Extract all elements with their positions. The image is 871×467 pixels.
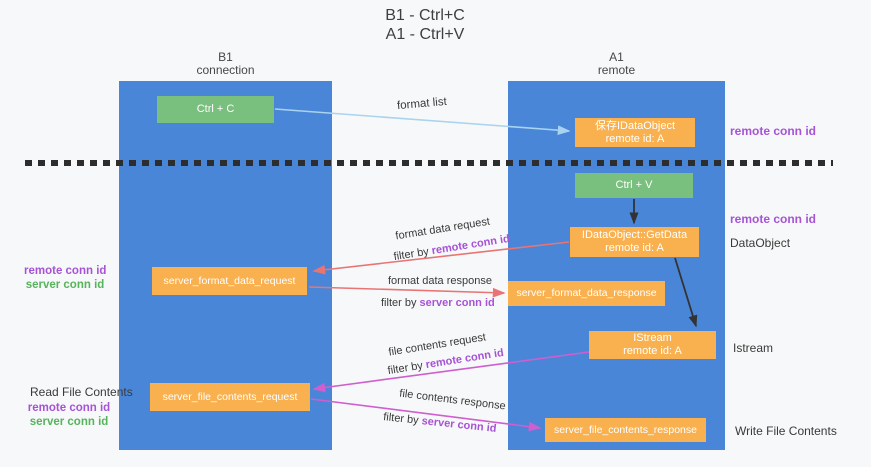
diagram-title: B1 - Ctrl+C A1 - Ctrl+V (0, 6, 850, 44)
ctrl-c-label: Ctrl + C (196, 103, 235, 115)
store-dataobject-box: 保存IDataObject remote id: A (575, 118, 695, 147)
istream-annotation: Istream (733, 341, 774, 355)
getdata-line1: IDataObject::GetData (581, 229, 688, 241)
file-contents-response-filter: filter by server conn id (383, 411, 497, 435)
title-line-2: A1 - Ctrl+V (385, 26, 465, 43)
server-format-data-request-box: server_format_data_request (152, 267, 307, 295)
arrow-format-data-response (308, 286, 506, 298)
file-contents-response-label: file contents response (398, 387, 507, 413)
session-separator-dashed-line (25, 160, 833, 166)
ctrl-c-box: Ctrl + C (157, 96, 274, 123)
store-dataobject-line2: remote id: A (605, 132, 665, 145)
left-remote-conn-id-top: remote conn id (24, 265, 107, 277)
getdata-line2: remote id: A (605, 242, 664, 254)
remote-conn-id-annotation-top: remote conn id (730, 124, 817, 138)
istream-box: IStream remote id: A (589, 331, 716, 359)
lane-a1-subtitle: remote (597, 63, 636, 77)
dataobject-annotation: DataObject (730, 236, 791, 250)
remote-conn-id-key: remote conn id (430, 232, 511, 258)
server-file-contents-request-box: server_file_contents_request (150, 383, 310, 411)
left-server-conn-id-bottom: server conn id (29, 416, 109, 428)
server-format-data-request-label: server_format_data_request (163, 274, 296, 287)
format-data-response-filter: filter by server conn id (381, 297, 495, 309)
getdata-box: IDataObject::GetData remote id: A (570, 227, 699, 257)
store-dataobject-line1: 保存IDataObject (594, 119, 676, 132)
server-file-contents-request-label: server_file_contents_request (162, 390, 298, 403)
format-list-label: format list (396, 95, 448, 113)
lane-b1-title: B1 (218, 50, 233, 64)
ctrl-v-box: Ctrl + V (575, 173, 693, 198)
remote-conn-id-annotation-mid: remote conn id (730, 212, 817, 226)
server-format-data-response-box: server_format_data_response (508, 281, 665, 306)
read-file-contents-annotation: Read File Contents (30, 385, 133, 399)
server-format-data-response-label: server_format_data_response (516, 287, 657, 299)
lane-header-a1: A1 remote (508, 51, 725, 77)
format-data-response-label: format data response (388, 275, 492, 287)
istream-line1: IStream (633, 332, 672, 344)
filter-by-text: filter by (392, 245, 430, 264)
title-line-1: B1 - Ctrl+C (385, 7, 465, 24)
filter-by-text: filter by (386, 359, 424, 378)
server-file-contents-response-box: server_file_contents_response (545, 418, 706, 442)
filter-by-text: filter by (382, 411, 420, 427)
write-file-contents-annotation: Write File Contents (735, 424, 837, 438)
server-conn-id-key: server conn id (419, 297, 495, 309)
lane-header-b1: B1 connection (119, 51, 332, 77)
server-file-contents-response-label: server_file_contents_response (553, 423, 697, 436)
ctrl-v-label: Ctrl + V (615, 179, 653, 191)
lane-a1-title: A1 (609, 50, 624, 64)
istream-line2: remote id: A (623, 345, 682, 357)
filter-by-text: filter by (381, 297, 417, 309)
left-remote-conn-id-bottom: remote conn id (27, 402, 111, 414)
left-server-conn-id-top: server conn id (25, 279, 105, 291)
server-conn-id-key: server conn id (421, 415, 498, 435)
lane-b1-subtitle: connection (196, 63, 255, 77)
